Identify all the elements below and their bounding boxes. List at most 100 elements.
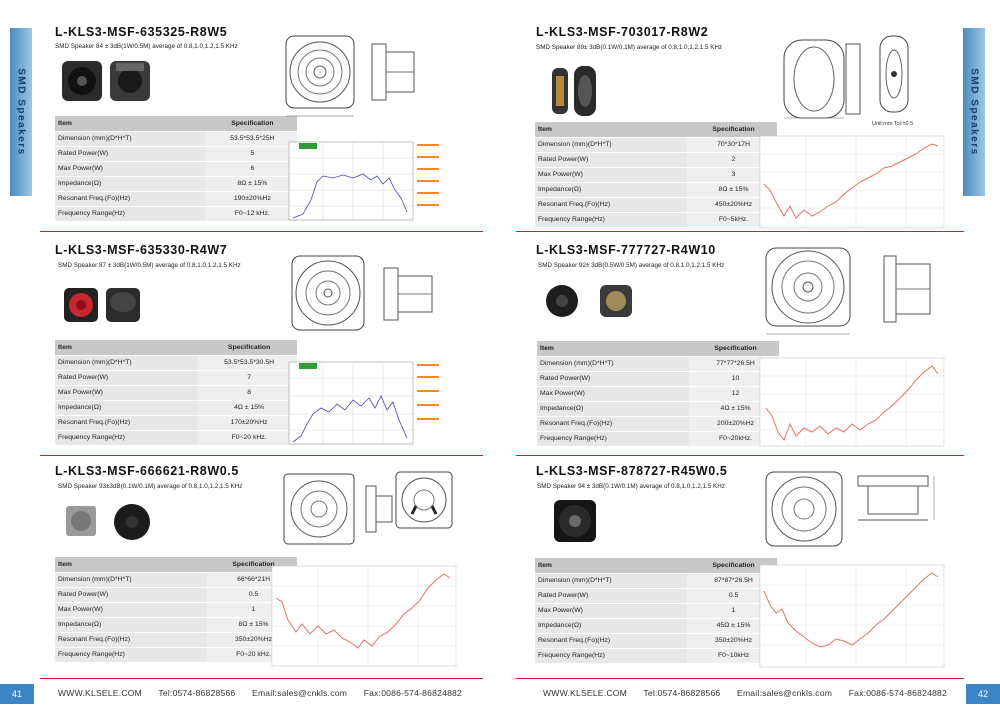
table-row: Impedance(Ω)8Ω ± 15%: [535, 182, 777, 198]
product-description: SMD Speaker 94 ± 3dB(0.1W/0.1M) average …: [537, 483, 725, 490]
table-row: Rated Power(W)10: [537, 371, 779, 387]
spec-value: 0.5: [687, 588, 777, 604]
table-row: Frequency Range(Hz)F0~5kHz.: [535, 212, 777, 228]
table-row: Rated Power(W)5: [55, 146, 297, 162]
spec-item: Max Power(W): [537, 386, 690, 402]
spec-item: Dimension (mm)(D*H*T): [535, 573, 688, 589]
drawing-note: Unit:mm Tol:±0.5: [872, 121, 914, 127]
table-row: Impedance(Ω)8Ω ± 15%: [55, 617, 297, 633]
dimension-drawing: [783, 35, 909, 119]
spec-item: Rated Power(W): [535, 152, 688, 168]
table-row: Dimension (mm)(D*H*T)66*66*21H: [55, 572, 297, 588]
spec-value: 3: [687, 167, 777, 183]
table-row: Rated Power(W)7: [55, 370, 297, 386]
page-number-right: 42: [966, 684, 1000, 704]
section-divider: [40, 678, 483, 679]
spec-value: F0~20 kHz.: [198, 430, 297, 446]
spec-item: Frequency Range(Hz): [537, 431, 690, 447]
spec-item: Frequency Range(Hz): [55, 206, 205, 222]
table-row: Rated Power(W)2: [535, 152, 777, 168]
page-number-left: 41: [0, 684, 34, 704]
side-tab-label: SMD Speakers: [15, 68, 27, 156]
footer-email: Email:sales@cnkls.com: [737, 688, 833, 698]
spec-value: 200±20%Hz: [689, 416, 779, 432]
section-divider: [40, 455, 483, 456]
dimension-drawing: [291, 255, 433, 331]
product-model: L-KLS3-MSF-777727-R4W10: [536, 243, 716, 257]
dimension-drawing: [283, 471, 453, 545]
table-row: Resonant Freq.(Fo)(Hz)190±20%Hz: [55, 191, 297, 207]
section-divider: [40, 231, 483, 232]
spec-item: Resonant Freq.(Fo)(Hz): [537, 416, 690, 432]
spec-header-item: Item: [55, 557, 208, 573]
product-photo: [66, 504, 150, 540]
spec-value: F0~12 kHz.: [204, 206, 297, 222]
frequency-response-graph: [271, 565, 457, 667]
spec-item: Resonant Freq.(Fo)(Hz): [535, 197, 688, 213]
spec-value: 1: [687, 603, 777, 619]
spec-item: Rated Power(W): [537, 371, 690, 387]
spec-value: 4Ω ± 15%: [689, 401, 779, 417]
product-model: L-KLS3-MSF-703017-R8W2: [536, 25, 709, 39]
table-row: Max Power(W)1: [55, 602, 297, 618]
table-row: Resonant Freq.(Fo)(Hz)350±20%Hz: [55, 632, 297, 648]
table-row: Frequency Range(Hz)F0~12 kHz.: [55, 206, 297, 222]
spec-item: Max Power(W): [55, 385, 199, 401]
table-row: Max Power(W)6: [55, 161, 297, 177]
spec-value: 53.5*53.5*30.5H: [198, 355, 297, 371]
table-row: Rated Power(W)0.5: [535, 588, 777, 604]
product-model: L-KLS3-MSF-635325-R8W5: [55, 25, 228, 39]
spec-item: Rated Power(W): [535, 588, 688, 604]
table-row: Max Power(W)3: [535, 167, 777, 183]
spec-value: 53.5*53.5*25H: [204, 131, 297, 147]
spec-header-item: Item: [55, 340, 199, 356]
footer-left: WWW.KLSELE.COM Tel:0574-86828566 Email:s…: [58, 688, 476, 698]
side-tab-label: SMD Speakers: [968, 68, 980, 156]
dimension-drawing: [765, 471, 935, 547]
spec-header-item: Item: [535, 122, 688, 138]
table-row: Impedance(Ω)4Ω ± 15%: [537, 401, 779, 417]
spec-item: Resonant Freq.(Fo)(Hz): [55, 415, 199, 431]
spec-value: 8Ω ± 15%: [204, 176, 297, 192]
product-description: SMD Speaker 92± 3dB(0.5W/0.5M) average o…: [538, 262, 725, 269]
spec-item: Impedance(Ω): [55, 617, 208, 633]
footer-email: Email:sales@cnkls.com: [252, 688, 348, 698]
spec-item: Dimension (mm)(D*H*T): [537, 356, 690, 372]
spec-item: Impedance(Ω): [535, 182, 688, 198]
table-row: Frequency Range(Hz)F0~20 kHz.: [55, 647, 297, 663]
footer-website: WWW.KLSELE.COM: [543, 688, 627, 698]
table-row: Dimension (mm)(D*H*T)53.5*53.5*30.5H: [55, 355, 297, 371]
footer-tel: Tel:0574-86828566: [158, 688, 236, 698]
table-row: Resonant Freq.(Fo)(Hz)450±20%Hz: [535, 197, 777, 213]
spec-value: 10: [689, 371, 779, 387]
spec-item: Resonant Freq.(Fo)(Hz): [55, 191, 205, 207]
spec-value: 2: [687, 152, 777, 168]
table-row: Frequency Range(Hz)F0~20 kHz.: [55, 430, 297, 446]
spec-value: 45Ω ± 15%: [687, 618, 777, 634]
footer-right: WWW.KLSELE.COM Tel:0574-86828566 Email:s…: [543, 688, 961, 698]
frequency-response-graph: [288, 361, 439, 445]
table-row: Impedance(Ω)45Ω ± 15%: [535, 618, 777, 634]
table-row: Max Power(W)12: [537, 386, 779, 402]
spec-header-spec: Specification: [198, 340, 297, 356]
spec-item: Impedance(Ω): [55, 176, 205, 192]
spec-value: 8: [198, 385, 297, 401]
spec-value: 8Ω ± 15%: [687, 182, 777, 198]
spec-item: Frequency Range(Hz): [535, 212, 688, 228]
spec-item: Frequency Range(Hz): [535, 648, 688, 664]
footer-fax: Fax:0086-574-86824882: [848, 688, 948, 698]
spec-header-spec: Specification: [204, 116, 297, 132]
table-row: Max Power(W)8: [55, 385, 297, 401]
spec-value: F0~5kHz.: [687, 212, 777, 228]
product-photo: [546, 285, 632, 317]
footer-website: WWW.KLSELE.COM: [58, 688, 142, 698]
product-photo: [62, 61, 150, 101]
table-row: Max Power(W)1: [535, 603, 777, 619]
spec-value: 12: [689, 386, 779, 402]
spec-value: 70*30*17H: [687, 137, 777, 153]
